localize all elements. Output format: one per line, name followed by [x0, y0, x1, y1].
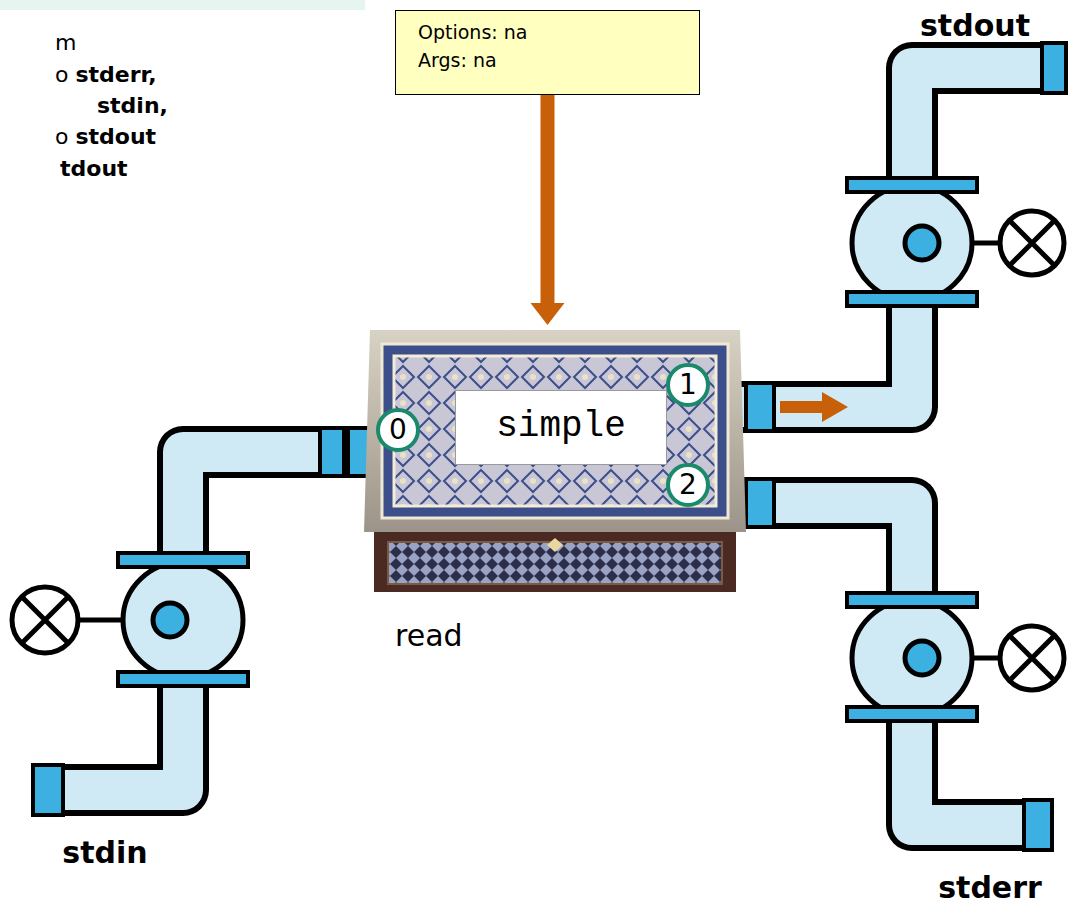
cut-text: o stderr,: [55, 62, 157, 88]
stream-name: stderr: [938, 870, 1042, 906]
options-box: Options: naArgs: na: [395, 10, 700, 95]
program-box: [364, 330, 746, 592]
options-text: Args: na: [418, 46, 681, 74]
cut-text: stdin,: [97, 93, 168, 119]
callout-number: 1: [666, 363, 710, 407]
stderr-pipe: [740, 479, 1064, 850]
cut-text: o stdout: [55, 124, 156, 150]
options-text: Options: na: [418, 18, 681, 46]
stream-name: stdout: [920, 8, 1030, 44]
callout-number: 0: [376, 408, 420, 452]
stream-name: stdin: [62, 835, 147, 871]
cut-text: tdout: [60, 156, 128, 182]
top-band: [0, 0, 365, 10]
callout-number: 2: [666, 463, 710, 507]
cut-text: m: [55, 30, 76, 56]
program-name: simple: [456, 405, 666, 449]
name-plate: simple: [455, 390, 667, 465]
stdout-pipe: [740, 43, 1066, 431]
caption-text: read: [395, 618, 463, 654]
flow-arrow: [531, 95, 565, 325]
flow-arrow: [780, 392, 848, 422]
stdin-pipe: [12, 428, 372, 815]
